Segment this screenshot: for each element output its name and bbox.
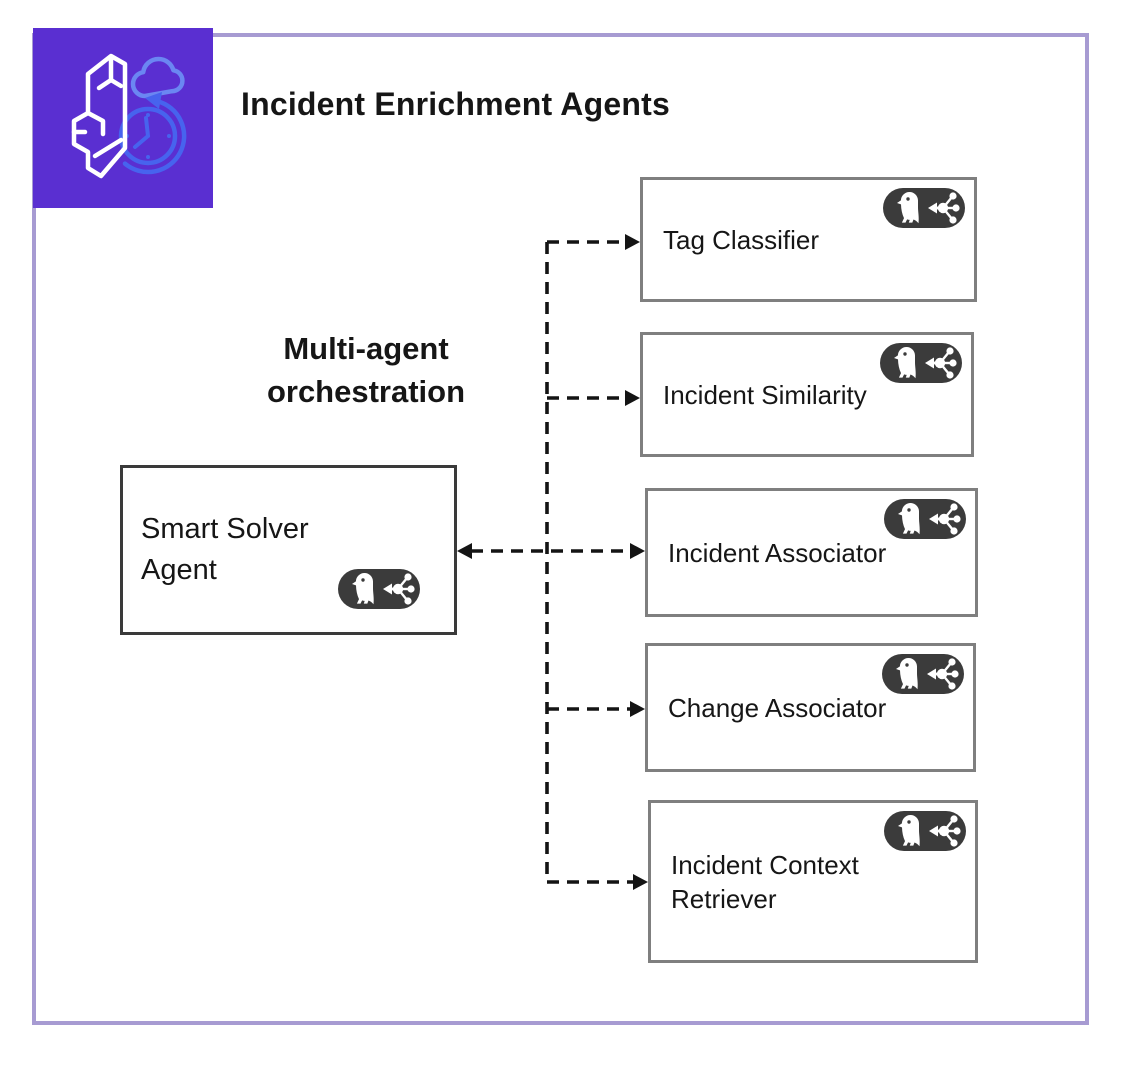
agent-capability-badge-icon	[338, 569, 420, 609]
incident-similarity-box[interactable]: Incident Similarity	[640, 332, 974, 457]
smart-solver-agent-box[interactable]: Smart Solver Agent	[120, 465, 457, 635]
incident-similarity-label: Incident Similarity	[663, 379, 867, 410]
tag-classifier-label: Tag Classifier	[663, 224, 820, 255]
orchestration-label-line2: orchestration	[266, 374, 466, 409]
tag-classifier-box[interactable]: Tag Classifier	[640, 177, 977, 302]
agent-capability-badge-icon	[884, 811, 966, 851]
orchestration-label-line1: Multi-agent	[283, 331, 449, 366]
smart-solver-label-line1: Smart Solver	[141, 513, 309, 545]
incident-context-retriever-box[interactable]: Incident Context Retriever	[648, 800, 978, 963]
agent-capability-badge-icon	[884, 499, 966, 539]
incident-associator-label: Incident Associator	[668, 537, 887, 568]
agent-capability-badge-icon	[883, 188, 965, 228]
incident-context-retriever-label: Incident Context Retriever	[671, 849, 859, 914]
change-associator-box[interactable]: Change Associator	[645, 643, 976, 772]
diagram-frame	[32, 33, 1089, 1025]
incident-associator-box[interactable]: Incident Associator	[645, 488, 978, 617]
page-title: Incident Enrichment Agents	[241, 86, 670, 122]
ai-brain-cloud-clock-icon	[33, 28, 213, 208]
agent-capability-badge-icon	[880, 343, 962, 383]
smart-solver-label-line2: Agent	[141, 554, 217, 586]
agent-capability-badge-icon	[882, 654, 964, 694]
change-associator-label: Change Associator	[668, 692, 887, 723]
orchestration-label: Multi-agent orchestration	[216, 327, 516, 413]
